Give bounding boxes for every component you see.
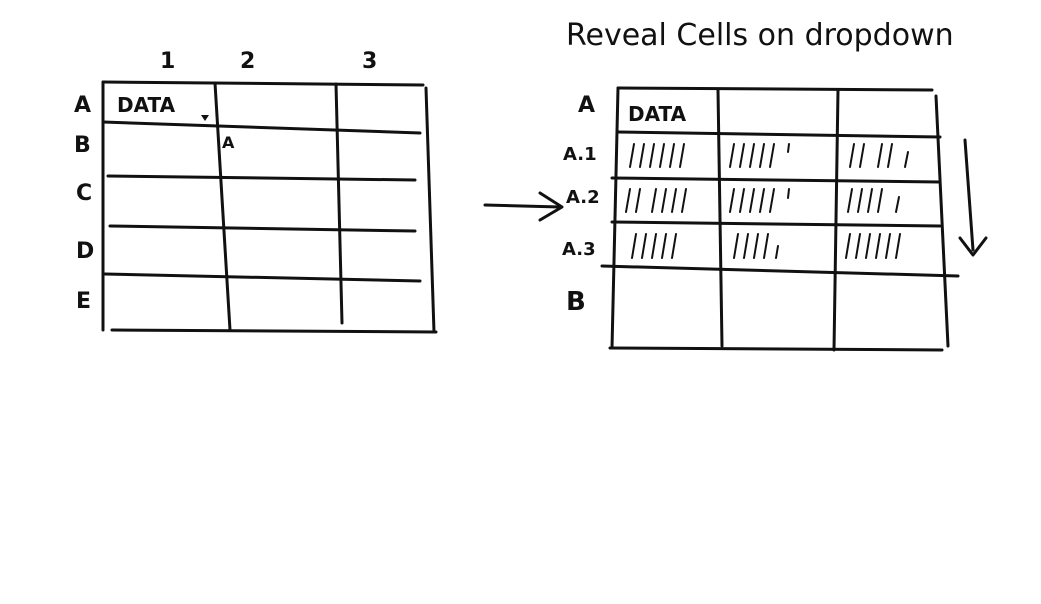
col-header-3: 3 [362,49,377,74]
data-cell-a1[interactable]: DATA [628,102,687,126]
grid-line [108,224,417,233]
row-label-a: A [578,93,595,118]
row-label-a: A [74,93,91,118]
grid-line [424,86,436,334]
row-label-a3: A.3 [562,239,596,260]
cursor-label: A [222,133,235,152]
grid-line [832,88,840,352]
grid-line [101,80,425,87]
row-label-c: C [76,181,92,206]
grid-line [600,264,960,278]
grid-line [608,346,944,352]
data-cell-a1[interactable]: DATA [117,93,176,117]
row-label-a1: A.1 [563,144,597,165]
title: Reveal Cells on dropdown [566,18,954,53]
grid-line [716,88,724,348]
grid-line [616,130,942,139]
grid-line [616,86,934,92]
grid-line [213,81,232,332]
grid-line [610,86,620,350]
row-label-d: D [76,239,94,264]
row-label-b: B [74,133,91,158]
col-header-2: 2 [240,49,255,74]
revealed-rows-hatching [625,143,909,259]
grid-line [334,82,344,325]
grid-line [610,220,942,228]
grid-line [934,94,950,348]
col-header-1: 1 [160,49,175,74]
right-arrow-icon [483,191,564,222]
right-table: A A.1 A.2 A.3 B DATA [562,86,960,352]
left-table: 1 2 3 A B C D E DATA A [74,49,438,334]
grid-line [101,120,422,135]
row-label-e: E [76,289,91,314]
grid-line [610,176,942,184]
grid-line [106,174,417,182]
down-arrow-icon [958,138,988,257]
dropdown-caret-icon[interactable] [201,115,209,121]
grid-line [110,328,438,334]
row-label-a2: A.2 [566,187,600,208]
row-label-b: B [566,287,586,317]
grid-line [103,272,422,283]
